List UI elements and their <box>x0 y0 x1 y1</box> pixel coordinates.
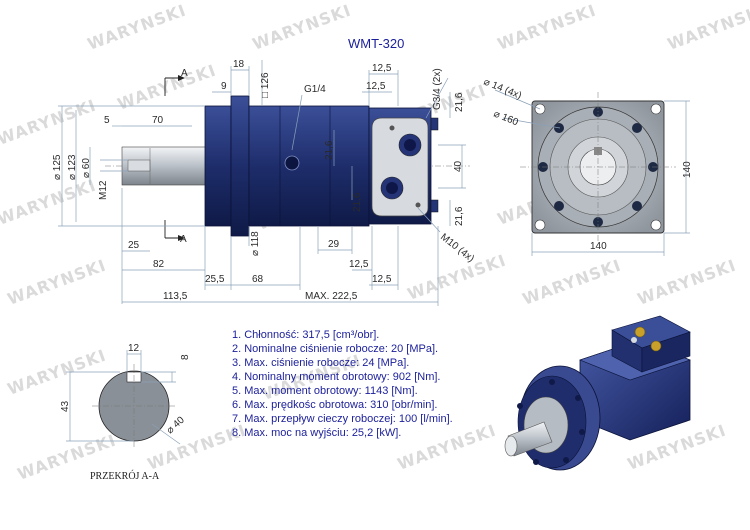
watermark: WARYNSKI <box>395 420 499 473</box>
watermark: WARYNSKI <box>0 175 99 228</box>
spec-item: 2. Nominalne ciśnienie robocze: 20 [MPa]… <box>232 343 438 355</box>
drawing-title: WMT-320 <box>348 36 404 51</box>
section-mark-top: A <box>181 68 188 79</box>
dim-max-222-5: MAX. 222,5 <box>305 291 358 302</box>
dim-82: 82 <box>153 259 165 270</box>
spec-item: 5. Max. moment obrotowy: 1143 [Nm]. <box>232 385 418 397</box>
watermark: WARYNSKI <box>665 0 750 53</box>
dim-phi160: ⌀ 160 <box>492 109 520 129</box>
motor-body <box>248 105 370 227</box>
spec-list: 1. Chłonność: 317,5 [cm³/obr]. 2. Nomina… <box>232 329 453 439</box>
dim-8-key: 8 <box>180 354 191 360</box>
dim-9: 9 <box>221 81 227 92</box>
motor-isometric-render <box>504 315 691 471</box>
dim-29: 29 <box>328 239 340 250</box>
section-a-a: 12 8 43 ⌀ 40 PRZEKRÓJ A-A <box>60 343 191 482</box>
dim-70: 70 <box>152 115 164 126</box>
dim-12-5-bottom-b: 12,5 <box>372 274 392 285</box>
dim-12-5-top-a: 12,5 <box>372 63 392 74</box>
watermark: WARYNSKI <box>405 250 509 303</box>
dim-12-5-bottom-a: 12,5 <box>349 259 369 270</box>
watermark: WARYNSKI <box>250 0 354 53</box>
watermark: WARYNSKI <box>495 0 599 53</box>
port-g14-label: G1/4 <box>304 84 326 95</box>
dim-phi123: ⌀ 123 <box>67 154 78 180</box>
dim-113-5: 113,5 <box>163 291 188 302</box>
watermark: WARYNSKI <box>85 0 189 53</box>
spec-item: 4. Nominalny moment obrotowy: 902 [Nm]. <box>232 371 440 383</box>
spec-item: 6. Max. prędkośc obrotowa: 310 [obr/min]… <box>232 399 437 411</box>
dim-18: 18 <box>233 59 245 70</box>
front-view: ⌀ 14 (4x) ⌀ 160 140 140 <box>482 77 693 256</box>
dim-phi60: ⌀ 60 <box>81 158 92 178</box>
spec-item: 7. Max. przepływ cieczy roboczej: 100 [l… <box>232 413 453 425</box>
dim-21-6-mid-b: 21,6 <box>352 192 363 212</box>
spec-item: 3. Max. ciśnienie robocze: 24 [MPa]. <box>232 357 409 369</box>
mounting-flange <box>204 105 232 227</box>
drain-port <box>284 155 300 171</box>
dim-12-key: 12 <box>128 343 140 354</box>
watermark: WARYNSKI <box>520 255 624 308</box>
dim-21-6-top: 21,6 <box>454 92 465 112</box>
dim-25-5: 25,5 <box>205 274 225 285</box>
dim-phi40: ⌀ 40 <box>165 414 187 436</box>
dim-140-horizontal: 140 <box>590 241 607 252</box>
dim-126-square: □ 126 <box>260 72 271 98</box>
dim-25: 25 <box>128 240 140 251</box>
section-label: PRZEKRÓJ A-A <box>90 470 160 482</box>
dim-21-6-mid-a: 21,6 <box>324 140 335 160</box>
dim-68: 68 <box>252 274 264 285</box>
dim-43: 43 <box>60 400 71 412</box>
dim-12-5-top-b: 12,5 <box>366 81 386 92</box>
dim-140-vertical: 140 <box>682 161 693 178</box>
port-g34-label: G3/4 (2x) <box>432 68 443 110</box>
dim-phi125: ⌀ 125 <box>52 154 63 180</box>
watermark: WARYNSKI <box>5 255 109 308</box>
dim-40: 40 <box>453 160 464 172</box>
dim-5: 5 <box>104 115 110 126</box>
watermark: WARYNSKI <box>635 255 739 308</box>
spec-item: 8. Max. moc na wyjściu: 25,2 [kW]. <box>232 427 401 439</box>
thread-m10-label: M10 (4x) <box>438 232 476 265</box>
spec-item: 1. Chłonność: 317,5 [cm³/obr]. <box>232 329 379 341</box>
watermark: WARYNSKI <box>0 95 99 148</box>
section-mark-bottom: A <box>180 234 187 245</box>
port-plate <box>371 117 429 217</box>
dim-m12: M12 <box>98 180 109 200</box>
dim-phi118: ⌀ 118 <box>250 231 261 256</box>
dim-21-6-bottom: 21,6 <box>454 206 465 226</box>
